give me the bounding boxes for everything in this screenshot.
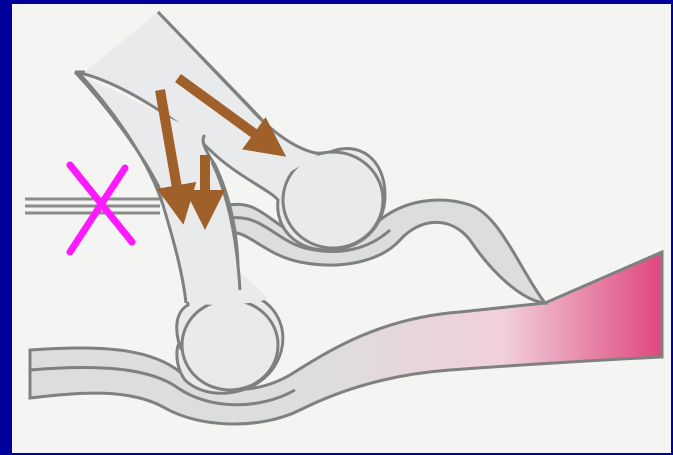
lower-terminal-bulb	[182, 300, 278, 390]
